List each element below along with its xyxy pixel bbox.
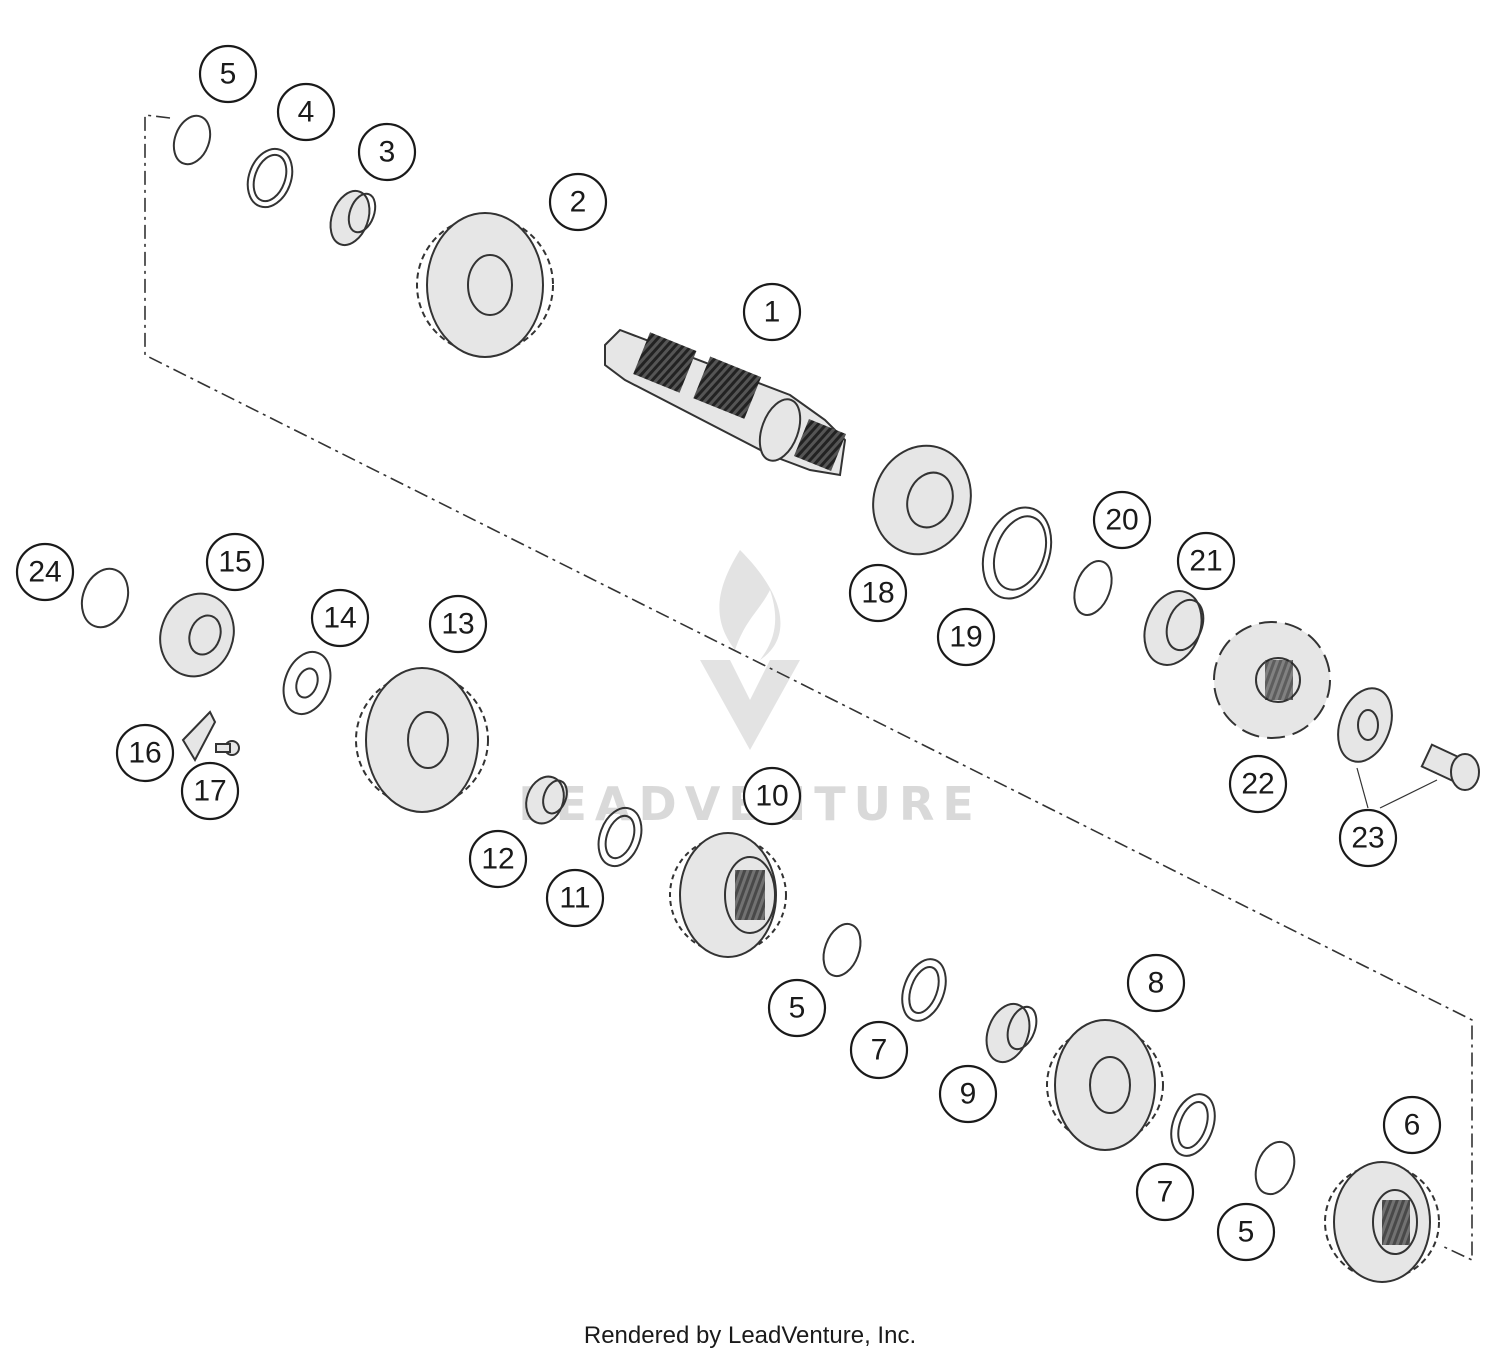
watermark-logo-icon [700,550,800,750]
part-seal-19 [981,506,1053,600]
part-gear-13 [355,667,489,813]
callout-4: 4 [276,82,336,142]
part-lever-16 [181,710,217,763]
svg-text:22: 22 [1241,768,1274,801]
leader-line-23b [1379,779,1438,809]
part-bearing-15 [159,592,235,678]
callout-18: 18 [848,563,908,623]
svg-text:2: 2 [570,186,587,219]
part-bushing-9 [985,1002,1038,1064]
svg-text:8: 8 [1148,967,1165,1000]
callout-9: 9 [938,1064,998,1124]
part-washer-23 [1337,687,1393,763]
svg-text:10: 10 [755,780,788,813]
callout-15: 15 [205,532,265,592]
part-circlip-24 [80,567,130,629]
part-gear-10 [669,832,787,958]
svg-text:16: 16 [128,737,161,770]
svg-text:9: 9 [960,1078,977,1111]
svg-text:7: 7 [871,1034,888,1067]
part-bolt-23 [1420,743,1480,791]
part-spacer-21 [1143,590,1205,666]
svg-text:19: 19 [949,621,982,654]
callout-2: 2 [548,172,608,232]
callout-8: 8 [1126,953,1186,1013]
callout-12: 12 [468,829,528,889]
assembly-boundary-line [144,114,1473,1262]
part-washer-14 [282,651,332,715]
part-bushing-12 [525,775,568,825]
svg-text:24: 24 [28,556,61,589]
part-ring-20 [1073,560,1113,616]
part-circlip-5b [822,922,862,978]
part-gear-8 [1046,1019,1164,1151]
part-bearing-18 [872,444,972,556]
svg-text:5: 5 [1238,1216,1255,1249]
callout-24: 24 [15,542,75,602]
part-washer-7b [1170,1093,1216,1157]
callout-19: 19 [936,607,996,667]
callout-3: 3 [357,122,417,182]
part-washer-11 [597,806,643,868]
callout-1: 1 [742,282,802,342]
callout-22: 22 [1228,754,1288,814]
callout-14: 14 [310,588,370,648]
svg-text:21: 21 [1189,545,1222,578]
svg-text:18: 18 [861,577,894,610]
part-gear-6 [1324,1161,1440,1283]
svg-text:5: 5 [220,58,237,91]
callout-7-mid: 7 [849,1020,909,1080]
callout-16: 16 [115,723,175,783]
svg-text:17: 17 [193,775,226,808]
part-washer-4 [246,147,294,209]
svg-text:13: 13 [441,608,474,641]
callout-17: 17 [180,761,240,821]
svg-text:14: 14 [323,602,356,635]
svg-text:20: 20 [1105,504,1138,537]
callout-6: 6 [1382,1095,1442,1155]
callout-5-low: 5 [1216,1202,1276,1262]
callout-5-mid: 5 [767,978,827,1038]
callout-20: 20 [1092,490,1152,550]
leader-line-23a [1356,767,1369,809]
part-screw-17 [215,740,240,756]
callout-23: 23 [1338,808,1398,868]
callout-11: 11 [545,868,605,928]
part-gear-2 [416,212,554,358]
svg-text:12: 12 [481,843,514,876]
part-circlip-5c [1254,1140,1296,1196]
callout-13: 13 [428,594,488,654]
part-main-shaft-1 [604,328,847,477]
part-circlip-5 [172,114,212,166]
svg-text:23: 23 [1351,822,1384,855]
part-washer-7a [901,958,947,1022]
svg-text:7: 7 [1157,1176,1174,1209]
svg-text:1: 1 [764,296,781,329]
callout-21: 21 [1176,531,1236,591]
footer-credit: Rendered by LeadVenture, Inc. [583,1322,917,1349]
svg-text:6: 6 [1404,1109,1421,1142]
part-bushing-3 [329,189,377,247]
svg-text:4: 4 [298,96,315,129]
svg-text:15: 15 [218,546,251,579]
callout-10: 10 [742,766,802,826]
svg-text:11: 11 [559,882,590,915]
callout-7-low: 7 [1135,1162,1195,1222]
svg-text:3: 3 [379,136,396,169]
part-sprocket-22 [1213,621,1331,739]
svg-text:5: 5 [789,992,806,1025]
callout-5-top: 5 [198,44,258,104]
